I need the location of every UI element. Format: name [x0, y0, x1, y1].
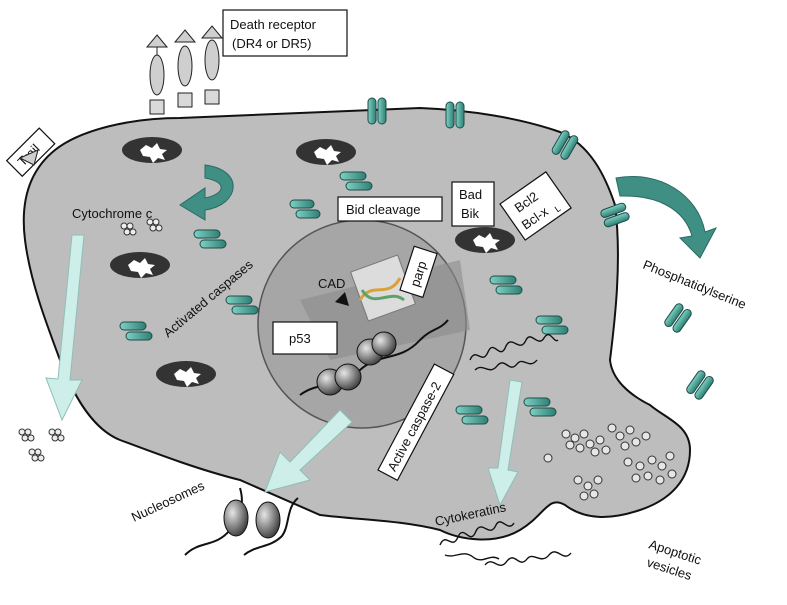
nucleosomes-label: Nucleosomes — [129, 478, 207, 525]
chromatin-icon — [299, 319, 449, 396]
caspase-icons — [119, 171, 569, 425]
cad-arrowhead — [335, 292, 349, 306]
trail-ligand-icon — [18, 149, 39, 166]
mitochondrion — [122, 137, 182, 163]
cytokeratin-tangle — [439, 333, 572, 566]
phosphatidylserine-arrow — [615, 176, 718, 259]
mitochondrion — [455, 227, 515, 253]
cytochrome-out-arrow — [45, 234, 85, 422]
parp-label: parp — [399, 245, 438, 299]
svg-text:L: L — [553, 203, 563, 214]
cad-label: CAD — [318, 276, 345, 291]
cytochrome-cluster — [120, 218, 163, 236]
svg-text:p53: p53 — [289, 331, 311, 346]
phosphatidylserine-label: Phosphatidylserine — [641, 257, 748, 312]
death-receptor-icons — [145, 25, 224, 115]
bcl-label: Bcl2 Bcl-x L — [499, 171, 572, 241]
nucleosome-out-arrow — [264, 409, 353, 493]
bid-cleavage-label: Bid cleavage — [337, 196, 443, 222]
cytochrome-release-arrow — [179, 164, 234, 221]
svg-text:Bik: Bik — [461, 206, 480, 221]
cytokeratin-out-arrow — [487, 379, 523, 507]
cytochrome-c-label: Cytochrome c — [72, 206, 153, 221]
bad-bik-label: Bad Bik — [451, 181, 495, 227]
svg-text:Bid cleavage: Bid cleavage — [346, 202, 420, 217]
svg-text:Bad: Bad — [459, 187, 482, 202]
p53-label: p53 — [272, 321, 338, 355]
mitochondrion — [296, 139, 356, 165]
released-nucleosomes-icon — [184, 487, 299, 556]
mitochondrion — [156, 361, 216, 387]
death-receptor-text-1: Death receptor — [230, 17, 317, 32]
mitochondrion — [110, 252, 170, 278]
death-receptor-label: Death receptor (DR4 or DR5) — [222, 9, 348, 57]
released-cytochrome-cluster — [18, 428, 65, 462]
apoptotic-vesicles-icon — [543, 423, 677, 501]
death-receptor-text-2: (DR4 or DR5) — [232, 36, 311, 51]
membrane-pores — [367, 97, 714, 400]
